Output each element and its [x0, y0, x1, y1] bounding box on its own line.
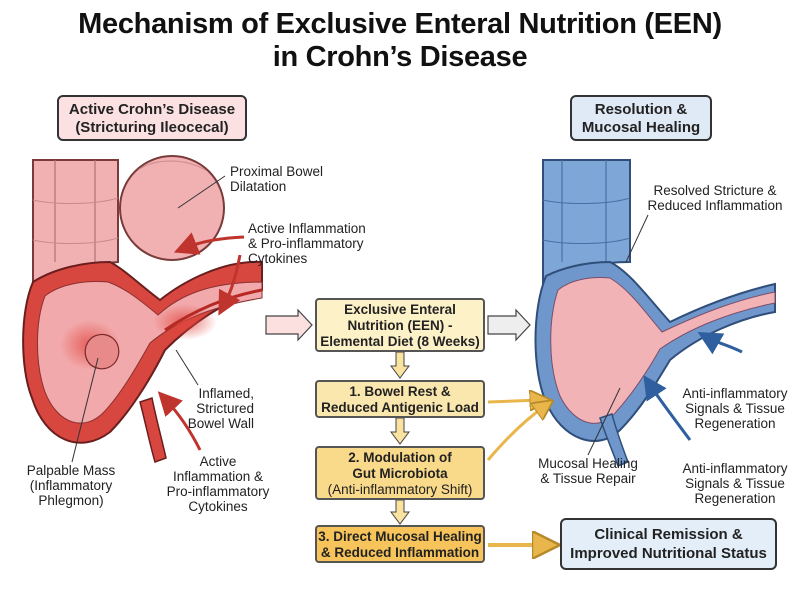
- active-bottom-line-2: Inflammation &: [172, 469, 264, 484]
- right-header-line-1: Resolution &: [594, 101, 688, 118]
- anti1-line-1: Anti-inflammatory: [682, 386, 788, 401]
- active-bottom-line-1: Active: [199, 454, 237, 469]
- step1-line-2: Reduced Antigenic Load: [321, 400, 479, 415]
- step2-line-2: Gut Microbiota: [352, 466, 448, 481]
- mucosal-healing-label: Mucosal Healing & Tissue Repair: [526, 456, 650, 486]
- healing-line-2: & Tissue Repair: [540, 471, 636, 486]
- inflamed-wall-label: Inflamed, Strictured Bowel Wall: [180, 386, 254, 431]
- step2-line-3: (Anti-inflammatory Shift): [327, 482, 473, 497]
- een-line-3: Elemental Diet (8 Weeks): [320, 334, 480, 349]
- active-bottom-line-4: Cytokines: [188, 499, 248, 514]
- anti-inflammatory-label-2: Anti-inflammatory Signals & Tissue Regen…: [676, 461, 794, 506]
- resolved-line-1: Resolved Stricture &: [653, 183, 777, 198]
- een-line-1: Exclusive Enteral: [344, 302, 456, 317]
- proximal-line-1: Proximal Bowel: [230, 164, 324, 179]
- proximal-line-2: Dilatation: [230, 179, 287, 194]
- outcome-line-2: Improved Nutritional Status: [570, 545, 767, 562]
- inflamed-line-1: Inflamed,: [198, 386, 254, 401]
- title-line-2: in Crohn’s Disease: [272, 41, 528, 73]
- active-inflammation-top-label: Active Inflammation & Pro-inflammatory C…: [248, 221, 366, 266]
- left-panel-header: Active Crohn’s Disease (Stricturing Ileo…: [57, 95, 247, 141]
- resolved-stricture-label: Resolved Stricture & Reduced Inflammatio…: [640, 183, 790, 213]
- left-header-line-1: Active Crohn’s Disease: [68, 101, 236, 118]
- step1-line-1: 1. Bowel Rest &: [349, 384, 451, 399]
- left-header-line-2: (Stricturing Ileocecal): [75, 119, 229, 136]
- active-top-line-1: Active Inflammation: [248, 221, 366, 236]
- healing-line-1: Mucosal Healing: [538, 456, 638, 471]
- inflamed-line-2: Strictured: [196, 401, 254, 416]
- right-panel-header: Resolution & Mucosal Healing: [570, 95, 712, 141]
- active-inflammation-bottom-label: Active Inflammation & Pro-inflammatory C…: [158, 454, 278, 514]
- inflamed-line-3: Bowel Wall: [187, 416, 254, 431]
- een-line-2: Nutrition (EEN) -: [347, 318, 453, 333]
- clinical-remission-box: Clinical Remission & Improved Nutritiona…: [560, 518, 777, 570]
- step3-line-2: & Reduced Inflammation: [320, 545, 480, 560]
- anti2-line-1: Anti-inflammatory: [682, 461, 788, 476]
- step3-line-1: 3. Direct Mucosal Healing: [318, 529, 482, 544]
- anti1-line-3: Regeneration: [694, 416, 776, 431]
- active-top-line-2: & Pro-inflammatory: [248, 236, 364, 251]
- anti-inflammatory-label-1: Anti-inflammatory Signals & Tissue Regen…: [676, 386, 794, 431]
- palpable-mass-label: Palpable Mass (Inflammatory Phlegmon): [6, 463, 136, 508]
- step-3-box: 3. Direct Mucosal Healing & Reduced Infl…: [315, 525, 485, 563]
- step2-line-1: 2. Modulation of: [348, 450, 452, 465]
- resolved-line-2: Reduced Inflammation: [647, 198, 783, 213]
- step-1-box: 1. Bowel Rest & Reduced Antigenic Load: [315, 380, 485, 418]
- step-2-box: 2. Modulation of Gut Microbiota (Anti-in…: [315, 446, 485, 500]
- right-header-line-2: Mucosal Healing: [581, 119, 701, 136]
- anti1-line-2: Signals & Tissue: [685, 401, 785, 416]
- outcome-line-1: Clinical Remission &: [594, 526, 743, 543]
- inflamed-bowel-illustration: [22, 155, 263, 463]
- mass-line-3: Phlegmon): [38, 493, 104, 508]
- flow-arrows: [265, 308, 546, 545]
- anti2-line-3: Regeneration: [694, 491, 776, 506]
- page-title: Mechanism of Exclusive Enteral Nutrition…: [0, 8, 800, 74]
- mass-line-2: (Inflammatory: [29, 478, 113, 493]
- title-line-1: Mechanism of Exclusive Enteral Nutrition…: [78, 8, 722, 40]
- mass-line-1: Palpable Mass: [26, 463, 116, 478]
- active-bottom-line-3: Pro-inflammatory: [166, 484, 270, 499]
- een-main-box: Exclusive Enteral Nutrition (EEN) - Elem…: [315, 298, 485, 352]
- anti2-line-2: Signals & Tissue: [685, 476, 785, 491]
- proximal-dilatation-label: Proximal Bowel Dilatation: [230, 164, 323, 194]
- active-top-line-3: Cytokines: [248, 251, 308, 266]
